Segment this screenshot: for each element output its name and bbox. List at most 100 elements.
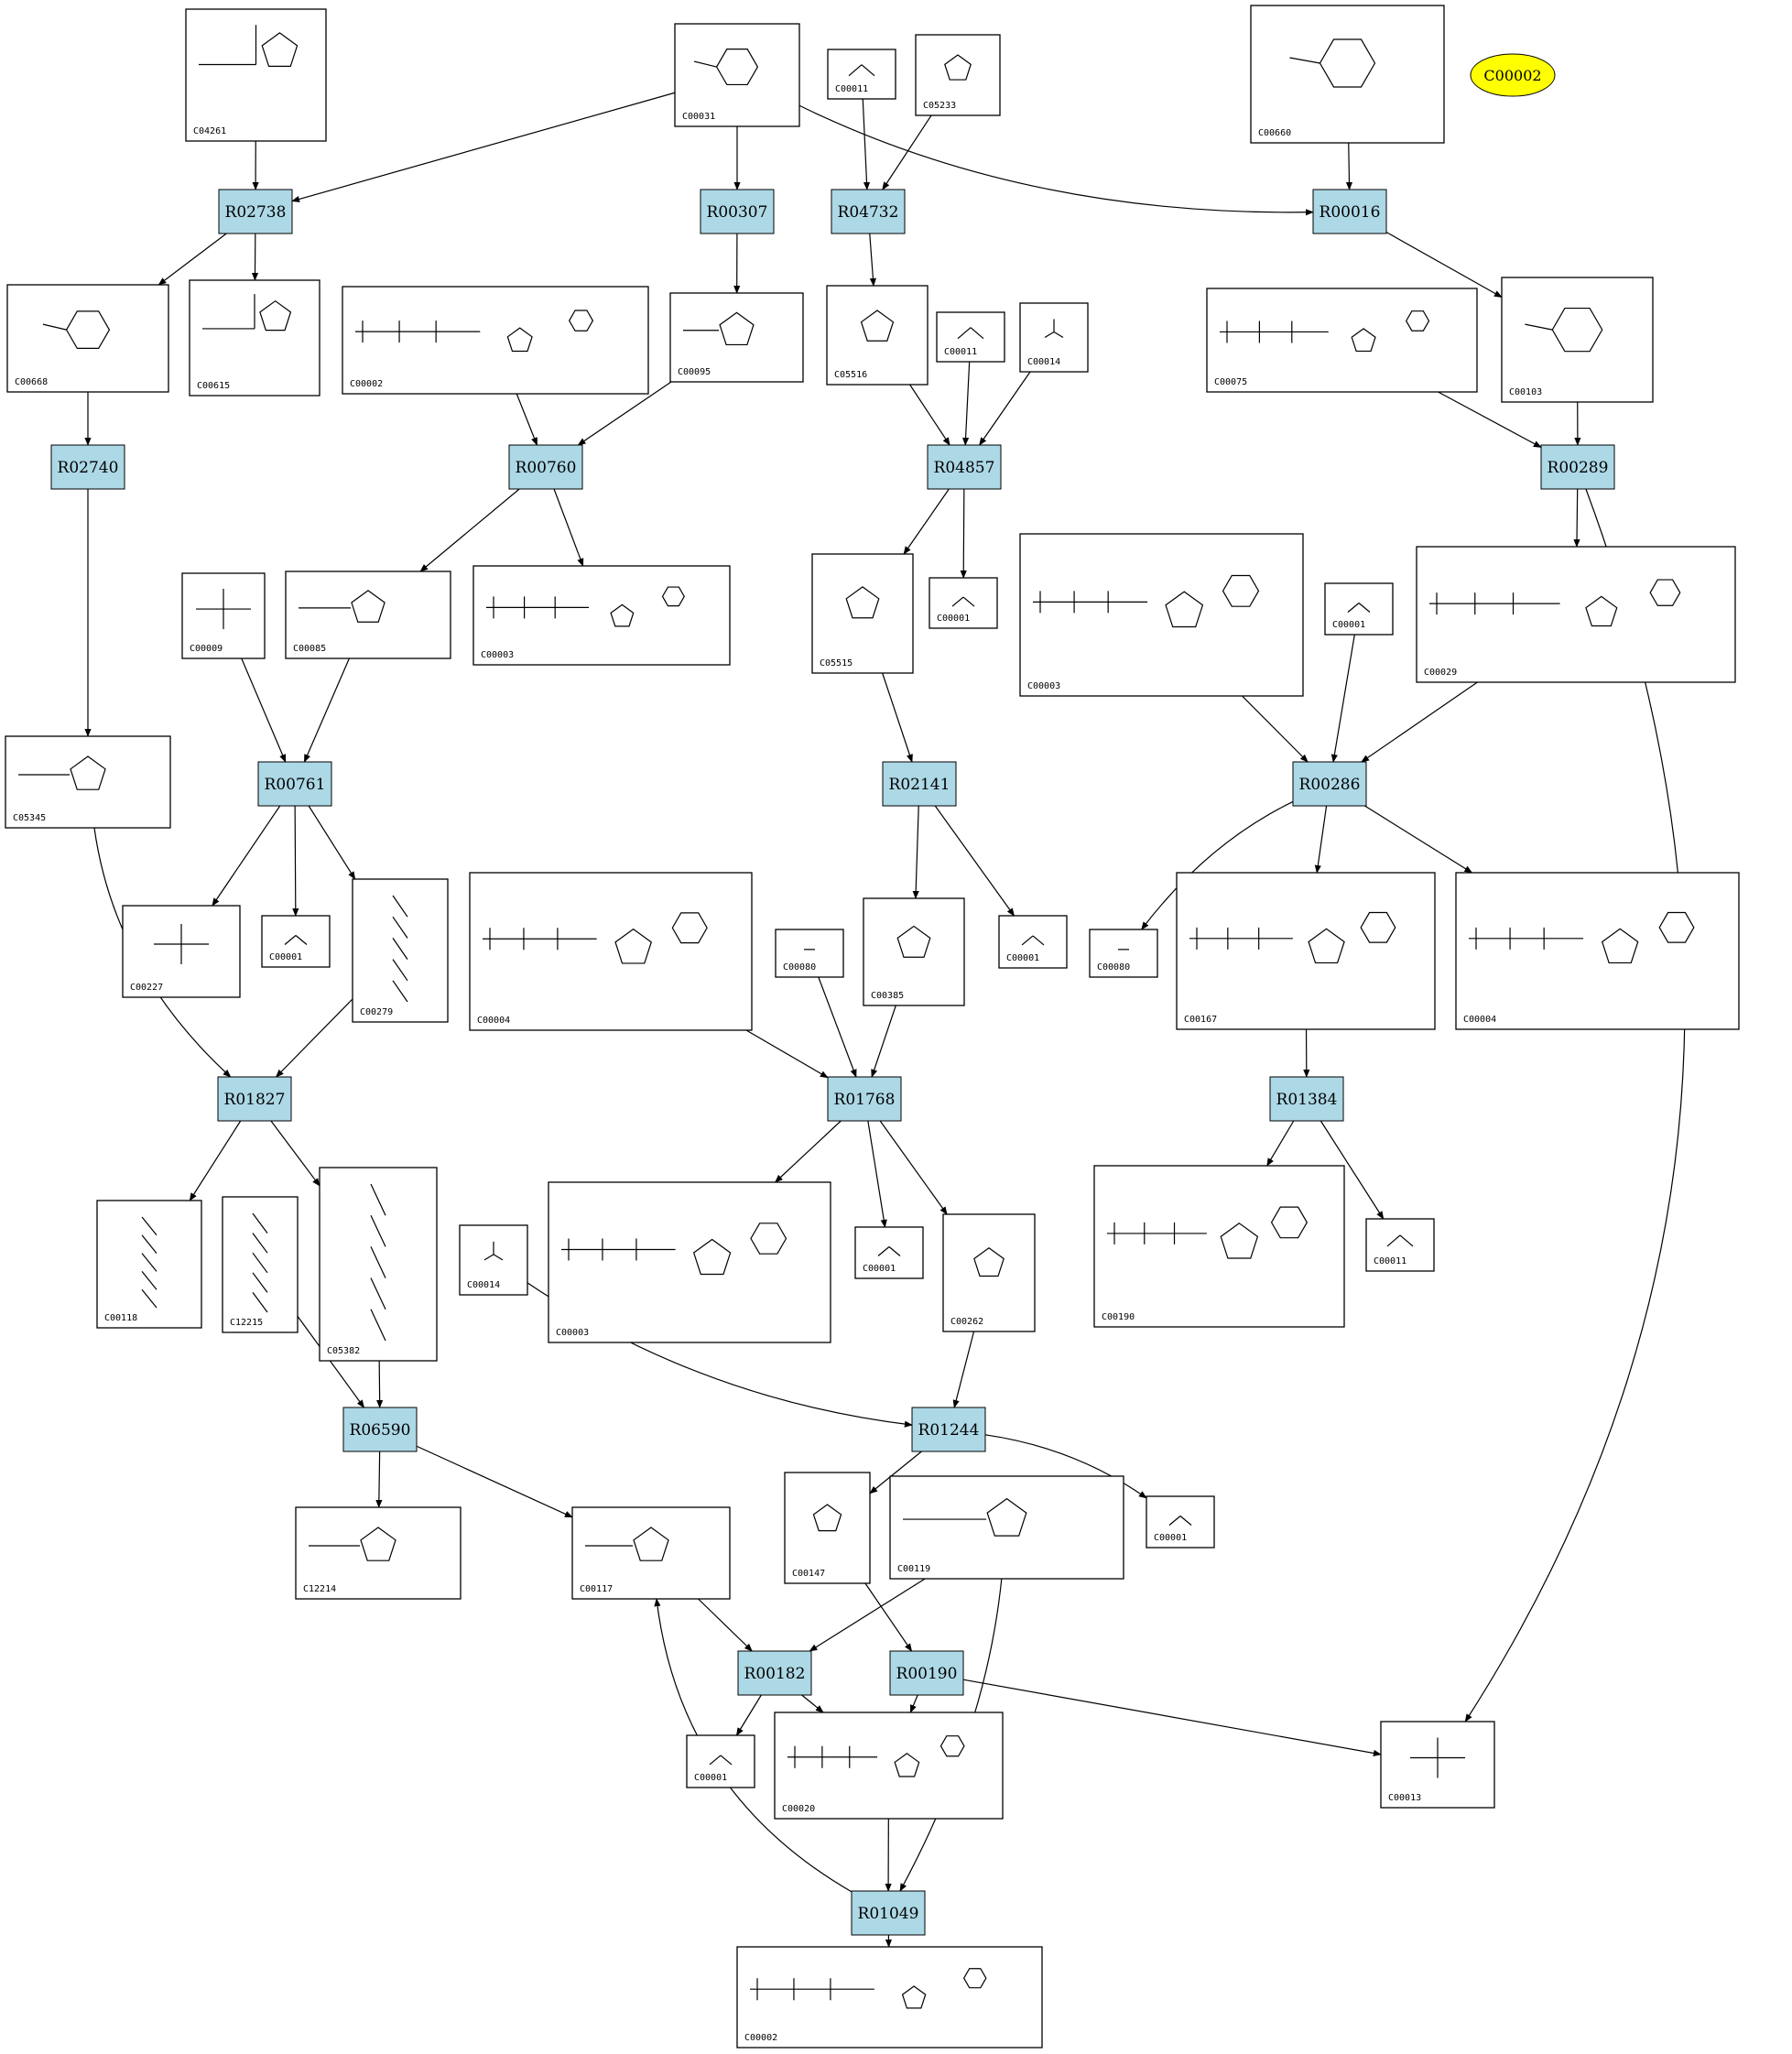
- reaction-node-r02738[interactable]: R02738: [218, 189, 293, 234]
- compound-node-c00080[interactable]: C00080: [775, 929, 844, 978]
- compound-node-c00011[interactable]: C00011: [936, 311, 1005, 363]
- compound-node-c00001[interactable]: C00001: [1146, 1495, 1215, 1549]
- compound-node-c12215[interactable]: C12215: [222, 1196, 299, 1333]
- reaction-node-r01384[interactable]: R01384: [1269, 1076, 1344, 1122]
- compound-label: C00279: [360, 1007, 393, 1017]
- reaction-node-r01049[interactable]: R01049: [851, 1890, 926, 1936]
- compound-node-c00147[interactable]: C00147: [784, 1472, 871, 1584]
- compound-node-c00029[interactable]: C00029: [1416, 546, 1736, 683]
- compound-node-c05382[interactable]: C05382: [319, 1167, 438, 1362]
- reaction-node-r02740[interactable]: R02740: [50, 444, 125, 490]
- compound-node-c00227[interactable]: C00227: [122, 905, 241, 998]
- reaction-node-r04857[interactable]: R04857: [927, 444, 1002, 490]
- structure-drawing: [944, 54, 972, 81]
- compound-box: [811, 553, 914, 674]
- reaction-node-r00761[interactable]: R00761: [257, 761, 332, 807]
- compound-node-c00011[interactable]: C00011: [827, 49, 896, 100]
- compound-node-c00014[interactable]: C00014: [459, 1224, 528, 1296]
- compound-node-c00385[interactable]: C00385: [863, 897, 965, 1006]
- structure-drawing: [154, 924, 209, 964]
- compound-node-c00262[interactable]: C00262: [942, 1213, 1036, 1332]
- compound-node-c00003[interactable]: C00003: [1019, 533, 1304, 697]
- compound-node-c00014[interactable]: C00014: [1019, 302, 1089, 373]
- compound-node-c00660[interactable]: C00660: [1250, 5, 1445, 144]
- compound-node-c00103[interactable]: C00103: [1501, 277, 1654, 403]
- compound-node-c00001[interactable]: C00001: [1324, 582, 1394, 636]
- compound-node-c00020[interactable]: C00020: [774, 1712, 1004, 1820]
- compound-node-c00003[interactable]: C00003: [472, 565, 731, 666]
- compound-node-c00075[interactable]: C00075: [1206, 288, 1478, 393]
- compound-node-c00615[interactable]: C00615: [189, 279, 320, 397]
- edge-39: [1314, 805, 1328, 874]
- edge-29: [882, 672, 913, 763]
- reaction-box: [911, 1407, 986, 1452]
- compound-node-c00279[interactable]: C00279: [352, 878, 449, 1023]
- compound-label: C00011: [835, 84, 868, 94]
- compound-label: C05345: [13, 813, 46, 823]
- reaction-node-r00016[interactable]: R00016: [1312, 189, 1387, 234]
- compound-node-c05345[interactable]: C05345: [5, 735, 171, 829]
- reaction-node-r00760[interactable]: R00760: [508, 444, 583, 490]
- reaction-node-r01244[interactable]: R01244: [911, 1407, 986, 1452]
- reaction-node-r00307[interactable]: R00307: [700, 189, 775, 234]
- compound-node-c00001[interactable]: C00001: [998, 915, 1068, 969]
- compound-node-c00117[interactable]: C00117: [571, 1506, 731, 1600]
- edge-1: [291, 92, 676, 202]
- reaction-node-r00190[interactable]: R00190: [889, 1650, 964, 1696]
- compound-node-c05516[interactable]: C05516: [826, 285, 929, 386]
- compound-node-c00001[interactable]: C00001: [261, 915, 331, 968]
- reaction-label: R04732: [838, 203, 899, 222]
- compound-node-c00004[interactable]: C00004: [1455, 872, 1740, 1030]
- compound-node-c00190[interactable]: C00190: [1093, 1165, 1345, 1328]
- reaction-node-r06590[interactable]: R06590: [342, 1407, 418, 1452]
- reaction-label: R00182: [744, 1665, 806, 1683]
- reaction-node-r02141[interactable]: R02141: [882, 761, 957, 807]
- compound-node-c12214[interactable]: C12214: [295, 1506, 462, 1600]
- compound-node-c00002[interactable]: C00002: [736, 1946, 1043, 2049]
- compound-node-c00013[interactable]: C00013: [1380, 1721, 1495, 1809]
- edge-10: [869, 233, 876, 287]
- compound-label: C00004: [1463, 1015, 1496, 1025]
- reaction-node-r01827[interactable]: R01827: [217, 1076, 292, 1122]
- compound-node-c05515[interactable]: C05515: [811, 553, 914, 674]
- edge-16: [961, 361, 971, 446]
- compound-node-c00085[interactable]: C00085: [285, 571, 451, 659]
- compound-node-c00119[interactable]: C00119: [889, 1475, 1124, 1580]
- highlight-node[interactable]: C00002: [1470, 53, 1556, 97]
- edge-60: [869, 1451, 922, 1494]
- reaction-node-r00289[interactable]: R00289: [1540, 444, 1615, 490]
- compound-node-c00004[interactable]: C00004: [469, 872, 753, 1031]
- compound-node-c00118[interactable]: C00118: [96, 1200, 202, 1329]
- reaction-box: [1312, 189, 1387, 234]
- compound-box: [674, 23, 800, 127]
- reaction-node-r01768[interactable]: R01768: [827, 1076, 902, 1122]
- structure-drawing: [1525, 307, 1603, 353]
- structure-drawing: [483, 1241, 504, 1261]
- edge-49: [774, 1120, 842, 1183]
- edge-51: [879, 1120, 948, 1215]
- edge-43: [745, 1029, 829, 1079]
- compound-node-c00080[interactable]: C00080: [1089, 929, 1158, 978]
- compound-box: [1501, 277, 1654, 403]
- reaction-node-r04732[interactable]: R04732: [831, 189, 906, 234]
- reaction-node-r00286[interactable]: R00286: [1292, 761, 1367, 807]
- compound-label: C00013: [1388, 1793, 1421, 1803]
- structure-drawing: [284, 935, 308, 945]
- compound-node-c04261[interactable]: C04261: [185, 8, 327, 142]
- compound-node-c00095[interactable]: C00095: [669, 292, 804, 383]
- compound-node-c00003[interactable]: C00003: [548, 1181, 831, 1343]
- compound-node-c00031[interactable]: C00031: [674, 23, 800, 127]
- compound-node-c00011[interactable]: C00011: [1365, 1218, 1435, 1272]
- compound-node-c00009[interactable]: C00009: [181, 572, 266, 659]
- compound-node-c00002[interactable]: C00002: [342, 286, 649, 395]
- compound-node-c00167[interactable]: C00167: [1176, 872, 1436, 1030]
- structure-drawing: [877, 1246, 901, 1256]
- compound-node-c00001[interactable]: C00001: [929, 577, 998, 629]
- compound-node-c05233[interactable]: C05233: [915, 34, 1001, 116]
- compound-node-c00001[interactable]: C00001: [854, 1226, 924, 1279]
- compound-node-c00668[interactable]: C00668: [6, 284, 169, 393]
- compound-node-c00001[interactable]: C00001: [686, 1734, 755, 1788]
- edge-54: [297, 1315, 365, 1408]
- reaction-node-r00182[interactable]: R00182: [737, 1650, 812, 1696]
- compound-box: [827, 49, 896, 100]
